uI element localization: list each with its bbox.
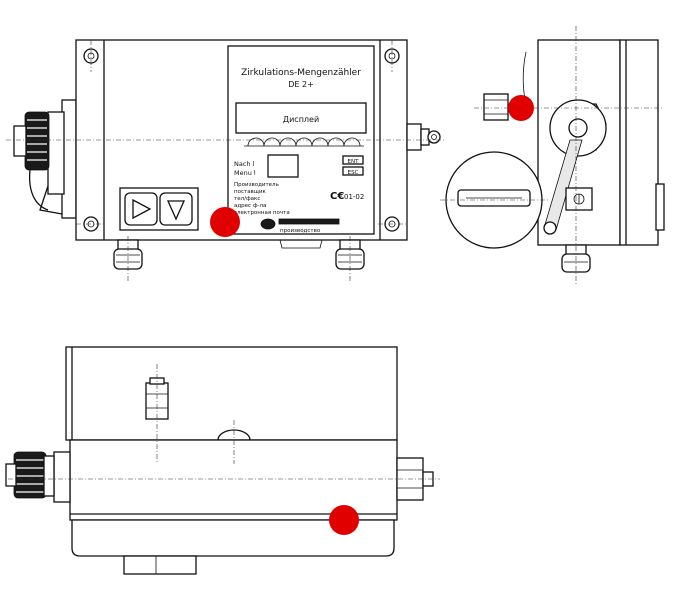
svg-text:тел/факс: тел/факс	[234, 196, 260, 202]
top-base-foot	[123, 555, 197, 575]
cert-mark-symbol: C€	[330, 191, 344, 202]
lever-mechanism	[543, 99, 607, 235]
legend-lines: Производитель поставщик тел/факс адрес ф…	[234, 182, 290, 216]
display-label: Дисплей	[283, 115, 319, 124]
svg-text:электронная почта: электронная почта	[234, 210, 290, 216]
bottom-cable-gland	[113, 239, 143, 270]
indicator-scale	[244, 137, 364, 147]
panel-title-line2: DE 2+	[288, 80, 314, 89]
small-box-top	[342, 155, 364, 165]
corner-screw	[384, 48, 400, 64]
small-box-bottom	[342, 166, 364, 176]
svg-text:Производитель: Производитель	[234, 182, 279, 188]
red-marker-top	[329, 505, 359, 535]
upper-fitting	[483, 93, 509, 121]
small-box-bottom-label: ESC	[348, 170, 359, 176]
side-label-1: Nach l	[234, 160, 255, 168]
display-window	[235, 102, 367, 134]
brand-logo: производство	[260, 218, 340, 234]
brand-line2: производство	[280, 228, 321, 234]
red-markers	[210, 95, 534, 535]
red-marker-front	[210, 207, 240, 237]
panel-title-line1: Zirkulations-Mengenzähler	[241, 68, 361, 78]
top-view	[5, 346, 440, 575]
top-left-gland	[5, 451, 71, 503]
play-button-icon	[132, 198, 152, 220]
top-housing-upper	[65, 346, 398, 441]
small-box-top-label: ENT	[348, 159, 360, 165]
bottom-plug	[279, 239, 323, 249]
right-fitting	[406, 123, 441, 151]
front-view: Zirkulations-Mengenzähler DE 2+ Дисплей …	[6, 39, 444, 282]
left-cable-gland	[13, 99, 77, 219]
top-housing-base	[71, 519, 395, 557]
red-marker-side	[508, 95, 534, 121]
svg-text:адрес ф-ла: адрес ф-ла	[234, 203, 266, 209]
down-button-icon	[166, 200, 186, 221]
svg-text:поставщик: поставщик	[234, 189, 267, 195]
value-box	[267, 154, 299, 178]
side-label-2: Menu l	[234, 169, 256, 177]
cert-mark: 01-02	[344, 193, 364, 201]
bottom-cable-gland	[335, 239, 365, 270]
control-buttons	[119, 187, 199, 231]
side-view	[440, 26, 665, 284]
